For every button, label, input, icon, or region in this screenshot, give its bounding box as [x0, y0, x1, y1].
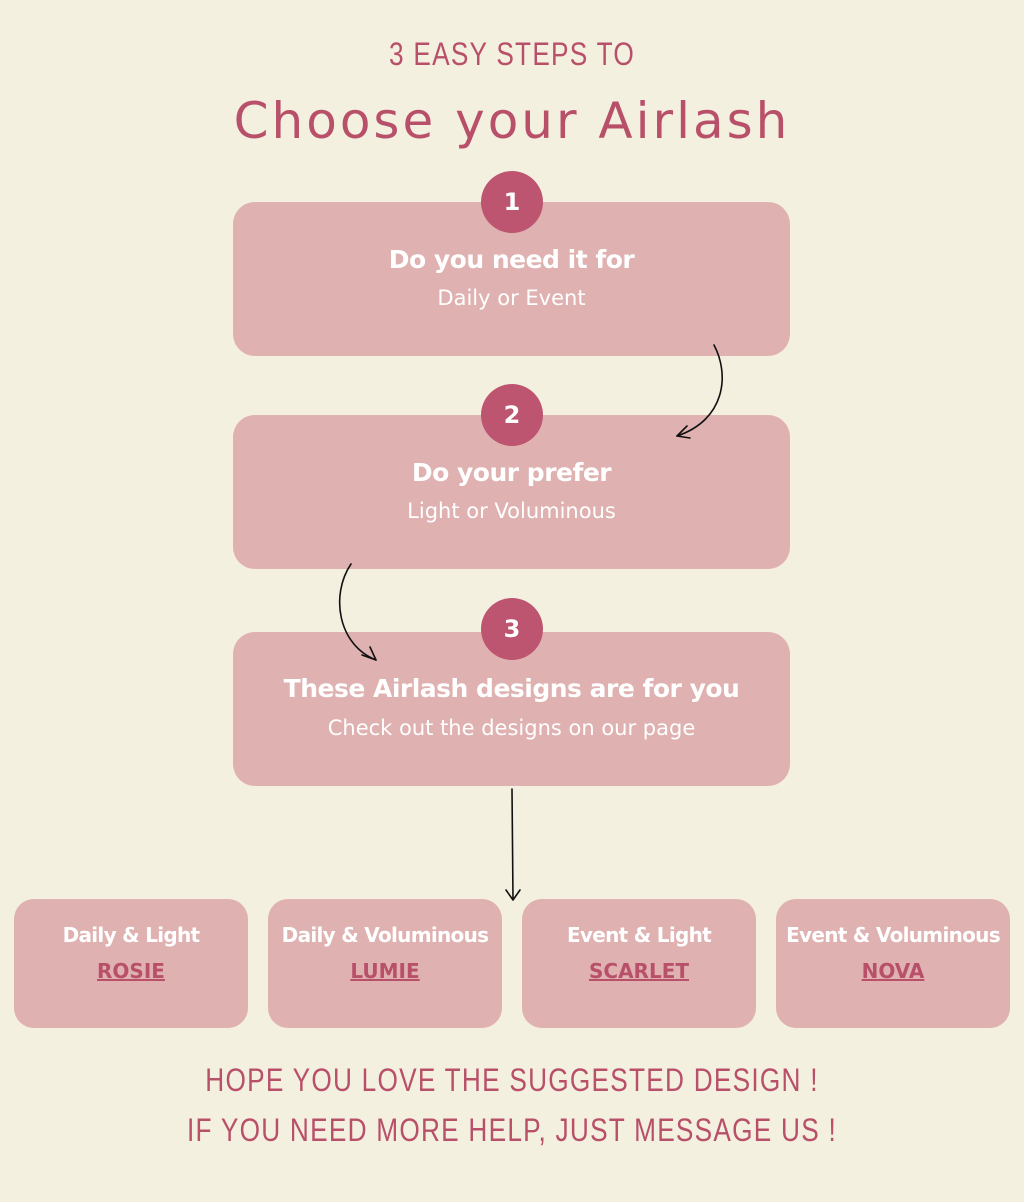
step-2-subtext: Light or Voluminous [407, 499, 616, 523]
design-card-lumie: Daily & Voluminous LUMIE [268, 899, 502, 1028]
design-card-label: Daily & Voluminous [281, 923, 489, 947]
step-2-badge: 2 [481, 384, 543, 446]
arrow-step2-to-step3 [338, 563, 377, 661]
design-link-scarlet[interactable]: SCARLET [588, 959, 689, 983]
design-link-rosie[interactable]: ROSIE [97, 959, 165, 983]
design-card-label: Event & Light [566, 923, 712, 947]
arrow-step2-to-step3-head [361, 646, 377, 661]
kicker-text: 3 EASY STEPS TO [389, 36, 635, 72]
design-card-label: Event & Voluminous [786, 923, 1001, 947]
design-card-rosie: Daily & Light ROSIE [14, 899, 248, 1028]
arrow-step3-to-designs [511, 788, 514, 900]
arrow-step3-to-designs-head [505, 889, 521, 901]
page-title: Choose your Airlash [233, 92, 791, 150]
design-card-nova: Event & Voluminous NOVA [776, 899, 1010, 1028]
step-3-subtext: Check out the designs on our page [327, 716, 696, 740]
design-card-scarlet: Event & Light SCARLET [522, 899, 756, 1028]
step-1-heading: Do you need it for [388, 245, 635, 274]
arrow-step1-to-step2-head [676, 425, 691, 439]
step-2-heading: Do your prefer [411, 458, 612, 487]
step-3-badge: 3 [481, 598, 543, 660]
step-1-subtext: Daily or Event [437, 286, 586, 310]
design-link-lumie[interactable]: LUMIE [350, 959, 420, 983]
footer-line-2: IF YOU NEED MORE HELP, JUST MESSAGE US ! [187, 1112, 837, 1148]
arrow-step1-to-step2 [676, 344, 723, 437]
step-3-heading: These Airlash designs are for you [283, 674, 740, 703]
design-link-nova[interactable]: NOVA [861, 959, 925, 983]
step-1-box: Do you need it for Daily or Event [233, 202, 790, 356]
step-1-badge: 1 [481, 171, 543, 233]
design-card-label: Daily & Light [62, 923, 201, 947]
footer-line-1: HOPE YOU LOVE THE SUGGESTED DESIGN ! [205, 1062, 819, 1098]
